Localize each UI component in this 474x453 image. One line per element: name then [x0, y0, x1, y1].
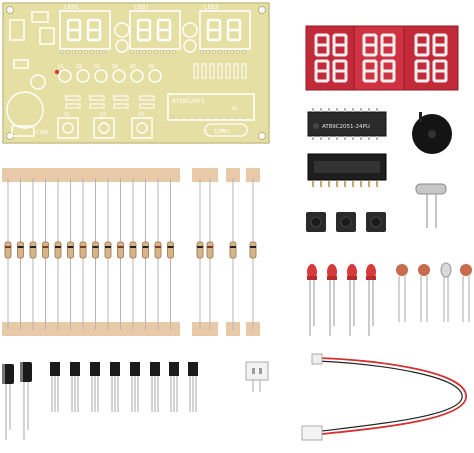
transistor-body — [130, 362, 140, 376]
resistor-body — [249, 241, 257, 259]
ceramic-capacitors — [396, 262, 472, 322]
resistor-band — [30, 246, 36, 248]
resistor-body — [167, 241, 174, 259]
resistor-band — [117, 246, 124, 248]
power-wire — [301, 353, 467, 441]
resistor-band — [155, 246, 161, 248]
pcb-display-footprints: LED1 LED2 LED3 — [59, 4, 251, 54]
resistor-band — [197, 246, 203, 248]
electrolytic-capacitors — [2, 362, 32, 440]
resistor-body — [229, 241, 237, 259]
pcb-label-q1: Q1 — [58, 64, 64, 70]
pcb-label-s2: S2 — [100, 112, 106, 118]
pcb-label-q4: Q4 — [112, 64, 118, 70]
pcb-label-s3: S3 — [138, 112, 144, 118]
ic-socket — [307, 153, 387, 187]
resistor-band — [105, 246, 111, 248]
pcb-label-q5: Q5 — [130, 64, 136, 70]
mcu-chip: AT89C2051-24PU — [307, 108, 387, 140]
pcb-label-u1: U1 — [232, 106, 238, 112]
pcb-button-footprints — [57, 117, 153, 139]
pcb-label-crystal: 12MHz — [214, 129, 231, 135]
crystal — [415, 183, 447, 228]
pcb-label-q3: Q3 — [94, 64, 100, 70]
resistor-body — [42, 241, 49, 259]
pcb-mcu-footprint: AT89C2051 U1 12MHz — [167, 93, 255, 137]
resistor-band — [55, 246, 61, 248]
resistor-band — [250, 246, 256, 248]
pcb-label-mcu: AT89C2051 — [172, 98, 205, 105]
tactile-buttons — [306, 212, 386, 232]
resistor-body — [129, 241, 137, 259]
buzzer — [412, 112, 452, 154]
power-connector — [245, 361, 269, 392]
red-leds — [307, 264, 376, 336]
transistor-body — [188, 362, 198, 376]
resistor-band — [67, 246, 74, 248]
transistor-body — [169, 362, 179, 376]
resistor-body — [117, 241, 124, 259]
transistor-body — [70, 362, 80, 376]
pcb-label-led3: LED3 — [204, 4, 219, 11]
resistor-band — [230, 246, 236, 248]
resistor-band — [130, 246, 136, 248]
transistor-body — [150, 362, 160, 376]
resistor-body — [154, 241, 162, 259]
pcb-board: LED1 LED2 LED3 Q1 Q2 Q3 Q4 Q5 Q6 — [2, 2, 270, 144]
pcb-label-c100: C100 — [36, 130, 48, 136]
resistor-body — [79, 241, 87, 259]
resistor-band — [80, 246, 86, 248]
resistor-band — [167, 246, 174, 248]
resistor-band — [142, 246, 149, 248]
resistor-band — [17, 246, 24, 248]
pcb-label-q2: Q2 — [76, 64, 82, 70]
pcb-resistor-footprints — [65, 63, 247, 109]
resistor-band — [42, 246, 49, 248]
transistors — [50, 362, 198, 412]
resistor-band — [207, 246, 213, 248]
transistor-body — [110, 362, 120, 376]
pcb-label-led1: LED1 — [64, 4, 79, 11]
resistor-body — [54, 241, 62, 259]
resistor-body — [17, 241, 24, 259]
pcb-transistor-footprints — [58, 22, 198, 83]
resistor-body — [29, 241, 37, 259]
resistor-body — [67, 241, 74, 259]
resistor-band — [5, 246, 11, 248]
resistor-body — [206, 241, 214, 259]
resistor-body — [4, 241, 12, 259]
pcb-label-q6: Q6 — [148, 64, 154, 70]
mcu-chip-marking: AT89C2051-24PU — [322, 124, 370, 130]
resistor-body — [92, 241, 99, 259]
resistor-strip — [2, 168, 260, 336]
pcb-label-led2: LED2 — [134, 4, 149, 11]
resistor-band — [92, 246, 99, 248]
resistor-body — [104, 241, 112, 259]
seven-segment-displays — [305, 25, 459, 91]
pcb-label-s1: S1 — [64, 112, 70, 118]
transistor-body — [90, 362, 100, 376]
pcb-power-section — [6, 11, 55, 137]
transistor-body — [50, 362, 60, 376]
resistor-body — [142, 241, 149, 259]
resistor-body — [196, 241, 204, 259]
